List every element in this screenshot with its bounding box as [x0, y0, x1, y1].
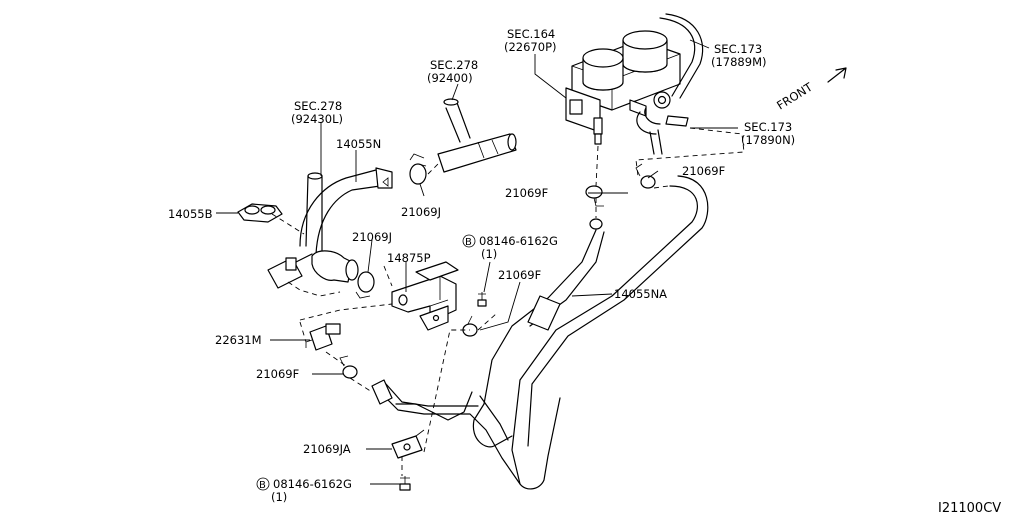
clamp-21069F-center	[585, 185, 604, 230]
hose-14055NA	[371, 175, 709, 490]
bracket-14875P	[391, 261, 459, 331]
label-sec173-lower: SEC.173	[744, 120, 792, 134]
label-sec164: SEC.164	[507, 27, 555, 41]
sensor-22631M	[305, 323, 341, 351]
label-sec278-mid: SEC.278	[430, 58, 478, 72]
label-21069JA: 21069JA	[303, 442, 351, 456]
clamp-21069F-low	[462, 315, 478, 337]
bolt-08146-right	[477, 292, 487, 307]
heater-pipe-92400	[437, 98, 517, 173]
front-arrow	[827, 67, 847, 83]
label-sec278-left-part: (92430L)	[291, 112, 343, 126]
label-08146-right-qty: (1)	[481, 247, 497, 261]
label-08146-bottom: 08146-6162G	[273, 477, 352, 491]
label-21069F-right: 21069F	[682, 164, 725, 178]
water-valve-assembly	[565, 30, 681, 145]
leader-lines	[216, 39, 738, 485]
bolt-marker-bottom-letter: B	[259, 480, 266, 491]
label-14055NA: 14055NA	[614, 287, 667, 301]
clamp-21069F-right	[635, 163, 656, 189]
bolt-marker-right	[462, 234, 476, 248]
label-21069F-left: 21069F	[256, 367, 299, 381]
label-front: FRONT	[774, 79, 816, 112]
diagram-code: J21100CV	[937, 501, 1001, 512]
label-14055N: 14055N	[336, 137, 381, 151]
label-sec278-left: SEC.278	[294, 99, 342, 113]
label-21069F-center: 21069F	[505, 186, 548, 200]
clamp-21069J-top	[409, 153, 427, 185]
label-14055B: 14055B	[168, 207, 213, 221]
label-21069J-top: 21069J	[401, 205, 441, 219]
label-22631M: 22631M	[215, 333, 262, 347]
clamp-21069J-mid	[355, 271, 375, 299]
label-sec278-mid-part: (92400)	[427, 71, 473, 85]
label-08146-bottom-qty: (1)	[271, 490, 287, 504]
label-14875P: 14875P	[387, 251, 431, 265]
hose-14055N	[267, 167, 393, 289]
label-sec173-upper-part: (17889M)	[711, 55, 766, 69]
label-sec173-lower-part: (17890N)	[741, 133, 795, 147]
grommet-14055B	[237, 203, 283, 223]
bolt-marker-bottom	[256, 477, 270, 491]
bolt-marker-right-letter: B	[465, 237, 472, 248]
clamp-21069F-left	[339, 355, 358, 379]
bolt-08146-bottom	[399, 476, 411, 491]
label-21069F-low: 21069F	[498, 268, 541, 282]
label-sec173-upper: SEC.173	[714, 42, 762, 56]
dashed-lines	[271, 127, 745, 476]
clip-21069JA	[391, 429, 425, 459]
label-21069J-mid: 21069J	[352, 230, 392, 244]
label-sec164-part: (22670P)	[504, 40, 557, 54]
label-08146-right: 08146-6162G	[479, 234, 558, 248]
